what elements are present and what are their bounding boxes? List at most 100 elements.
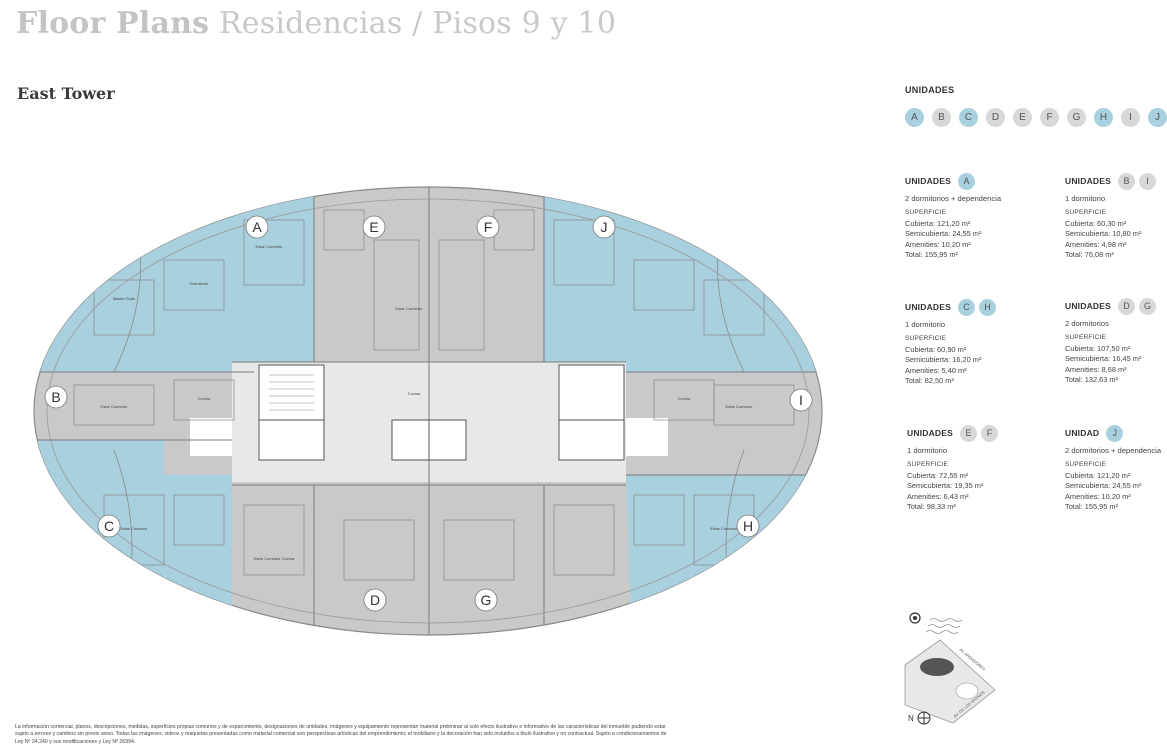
spec-dg-total: Total: 132,63 m² (1065, 375, 1118, 385)
spec-dg-cubierta: Cubierta: 107,50 m² (1065, 343, 1131, 353)
unit-label-h: H (743, 518, 753, 534)
unit-chip-h[interactable]: H (1094, 108, 1113, 127)
spec-ef-desc: 1 dormitorio (907, 446, 948, 455)
spec-ef-sup: SUPERFICIE (907, 461, 949, 469)
spec-ef-total: Total: 98,33 m² (907, 502, 956, 512)
spec-ch-sup: SUPERFICIE (905, 335, 947, 343)
spec-a-chip-a: A (958, 173, 975, 190)
spec-ch-cubierta: Cubierta: 60,90 m² (905, 344, 967, 354)
unit-chip-i[interactable]: I (1121, 108, 1140, 127)
spec-ef-cubierta: Cubierta: 72,55 m² (907, 470, 969, 480)
svg-text:Estar Comedor: Estar Comedor (121, 526, 149, 531)
core-center (391, 419, 467, 461)
svg-text:Cocina: Cocina (198, 396, 211, 401)
unit-chip-j[interactable]: J (1148, 108, 1167, 127)
page-title-light: Residencias / Pisos 9 y 10 (209, 6, 617, 41)
unit-marker-h: H (736, 514, 760, 538)
unit-marker-f: F (476, 215, 500, 239)
spec-ch-amenities: Amenities: 5,40 m² (905, 365, 967, 375)
facade-inner-line (46, 198, 810, 624)
tower-subtitle: East Tower (17, 84, 115, 103)
unit-chip-a[interactable]: A (905, 108, 924, 127)
spec-j-sup: SUPERFICIE (1065, 461, 1107, 469)
spec-bi-label: UNIDADES (1065, 176, 1111, 187)
spec-a-desc: 2 dormitorios + dependencia (905, 194, 1002, 203)
unit-chip-b[interactable]: B (932, 108, 951, 127)
spec-dg-chip-d: D (1118, 298, 1135, 315)
spec-j-semicubierta: Semicubierta: 24,55 m² (1065, 481, 1142, 491)
unit-label-g: G (481, 592, 492, 608)
spec-bi-chip-i: I (1139, 173, 1156, 190)
unit-label-a: A (252, 219, 262, 235)
spec-ch-label: UNIDADES (905, 302, 951, 313)
spec-dg-sup: SUPERFICIE (1065, 334, 1107, 342)
spec-bi-cubierta: Cubierta: 60,30 m² (1065, 218, 1127, 228)
spec-ef-label: UNIDADES (907, 428, 953, 439)
unit-label-d: D (370, 592, 380, 608)
spec-bi-desc: 1 dormitorio (1065, 194, 1106, 203)
spec-dg-desc: 2 dormitorios (1065, 319, 1109, 328)
core-east (558, 364, 625, 461)
units-legend: UNIDADES A B C D E F G H I J (905, 85, 1167, 127)
core-west (258, 364, 325, 461)
spec-bi-total: Total: 76,08 m² (1065, 250, 1114, 260)
svg-text:Estar Comedor: Estar Comedor (101, 404, 129, 409)
svg-text:Estar Comedor Cocina: Estar Comedor Cocina (254, 556, 295, 561)
spec-ef-amenities: Amenities: 6,43 m² (907, 491, 969, 501)
unit-chip-d[interactable]: D (986, 108, 1005, 127)
spec-a-semicubierta: Semicubierta: 24,55 m² (905, 229, 982, 239)
spec-a-total: Total: 155,95 m² (905, 250, 958, 260)
legal-disclaimer: La información comercial, planos, descri… (15, 724, 667, 745)
unit-label-f: F (484, 219, 493, 235)
spec-ch-total: Total: 82,50 m² (905, 376, 954, 386)
spec-j-cubierta: Cubierta: 121,20 m² (1065, 470, 1131, 480)
unit-h-area (626, 475, 822, 635)
svg-text:Master Suite: Master Suite (113, 296, 136, 301)
unit-marker-a: A (245, 215, 269, 239)
unit-chip-g[interactable]: G (1067, 108, 1086, 127)
site-block (904, 639, 996, 724)
unit-marker-j: J (592, 215, 616, 239)
tower-east-footprint (920, 658, 954, 676)
spec-bi-chip-b: B (1118, 173, 1135, 190)
unit-marker-d: D (363, 588, 387, 612)
spec-unit-a: UNIDADES A 2 dormitorios + dependencia SU… (905, 173, 1009, 260)
corridor-west (190, 418, 232, 456)
units-legend-heading: UNIDADES (905, 85, 955, 95)
spec-j-desc: 2 dormitorios + dependencia (1065, 446, 1162, 455)
page-title-bold: Floor Plans (16, 6, 210, 41)
unit-label-b: B (51, 389, 60, 405)
unit-marker-b: B (44, 385, 68, 409)
unit-marker-c: C (97, 514, 121, 538)
unit-label-c: C (104, 518, 114, 534)
spec-ef-chip-e: E (960, 425, 977, 442)
unit-marker-e: E (362, 215, 386, 239)
spec-bi-semicubierta: Semicubierta: 10,80 m² (1065, 229, 1142, 239)
unit-chip-e[interactable]: E (1013, 108, 1032, 127)
unit-chip-c[interactable]: C (959, 108, 978, 127)
svg-text:Estar Comedor: Estar Comedor (726, 404, 754, 409)
unit-chip-f[interactable]: F (1040, 108, 1059, 127)
spec-dg-chip-g: G (1139, 298, 1156, 315)
spec-dg-label: UNIDADES (1065, 301, 1111, 312)
spec-a-sup: SUPERFICIE (905, 209, 947, 217)
unit-label-i: I (799, 392, 803, 408)
svg-text:Cocina: Cocina (408, 391, 421, 396)
svg-text:Estar Comedor: Estar Comedor (711, 526, 739, 531)
spec-bi-amenities: Amenities: 4,98 m² (1065, 239, 1127, 249)
spec-bi-sup: SUPERFICIE (1065, 209, 1107, 217)
spec-dg-amenities: Amenities: 8,68 m² (1065, 364, 1127, 374)
unit-marker-i: I (789, 388, 813, 412)
spec-a-cubierta: Cubierta: 121,20 m² (905, 218, 971, 228)
page-title: Floor Plans Residencias / Pisos 9 y 10 (16, 6, 616, 41)
north-label: N (908, 714, 914, 723)
spec-j-amenities: Amenities: 10,20 m² (1065, 491, 1131, 501)
spec-a-label: UNIDADES (905, 176, 951, 187)
spec-ef-semicubierta: Semicubierta: 19,35 m² (907, 481, 984, 491)
svg-text:Estar Comedor: Estar Comedor (256, 244, 284, 249)
